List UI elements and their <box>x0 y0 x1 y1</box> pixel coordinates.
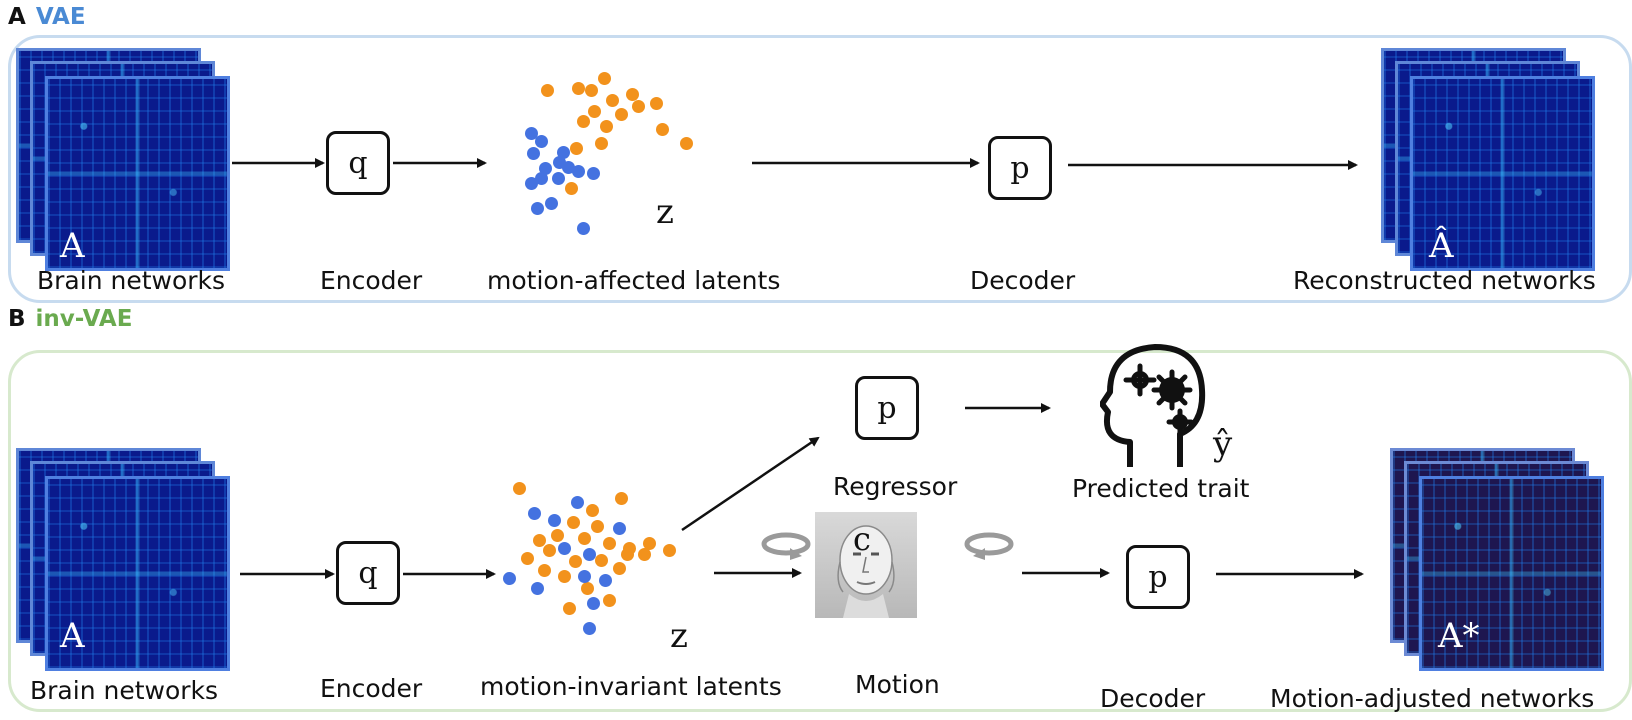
b-encoder-symbol: q <box>358 555 378 591</box>
a-encoder-symbol: q <box>348 145 368 181</box>
b-latent-symbol: z <box>670 616 688 656</box>
b-trait-symbol: ŷ <box>1213 424 1233 464</box>
rotate-arrow-icon <box>964 532 1014 560</box>
a-output-matrix-label: Â <box>1429 226 1454 266</box>
b-encoder-label: Encoder <box>320 674 423 703</box>
rotate-arrow-icon <box>761 532 811 560</box>
a-latent-label: motion-affected latents <box>487 266 781 295</box>
a-input-matrix-label: A <box>60 226 85 266</box>
a-encoder-label: Encoder <box>320 266 423 295</box>
b-latent-label: motion-invariant latents <box>480 672 782 701</box>
section-a-heading: A VAE <box>8 4 86 30</box>
brain-network-matrix-icon <box>1419 476 1604 671</box>
a-output-label: Reconstructed networks <box>1293 266 1596 295</box>
b-decoder-label: Decoder <box>1100 684 1206 713</box>
b-decoder-symbol: p <box>1148 559 1168 595</box>
b-decoder-box: p <box>1126 545 1190 609</box>
a-input-label: Brain networks <box>37 266 226 295</box>
latent-scatter-icon <box>503 482 703 662</box>
a-encoder-box: q <box>326 131 390 195</box>
brain-network-matrix-icon <box>1410 76 1595 271</box>
b-output-label: Motion-adjusted networks <box>1270 684 1595 713</box>
b-output-matrix-label: A* <box>1438 616 1480 656</box>
b-input-matrix-label: A <box>60 616 85 656</box>
b-motion-symbol: c <box>853 520 871 558</box>
b-regressor-symbol: p <box>877 390 897 426</box>
section-a-title: VAE <box>35 4 86 30</box>
brain-network-matrix-icon <box>45 476 230 671</box>
a-decoder-label: Decoder <box>970 266 1076 295</box>
b-motion-label: Motion <box>855 670 940 699</box>
a-decoder-symbol: p <box>1010 150 1030 186</box>
face-icon <box>815 512 917 618</box>
brain-network-matrix-icon <box>45 76 230 271</box>
b-input-label: Brain networks <box>30 676 219 705</box>
section-b-letter: B <box>8 306 26 332</box>
b-encoder-box: q <box>336 541 400 605</box>
section-b-title: inv-VAE <box>35 306 133 332</box>
section-a-letter: A <box>8 4 26 30</box>
latent-scatter-icon <box>525 72 735 242</box>
a-decoder-box: p <box>988 136 1052 200</box>
b-trait-label: Predicted trait <box>1072 474 1250 503</box>
b-regressor-box: p <box>855 376 919 440</box>
inv-vae-panel <box>8 350 1632 712</box>
arrow-b-latent-regressor <box>681 436 820 532</box>
head-gears-icon <box>1100 344 1206 467</box>
vae-panel <box>8 35 1632 303</box>
a-latent-symbol: z <box>656 192 674 232</box>
b-regressor-label: Regressor <box>833 472 958 501</box>
